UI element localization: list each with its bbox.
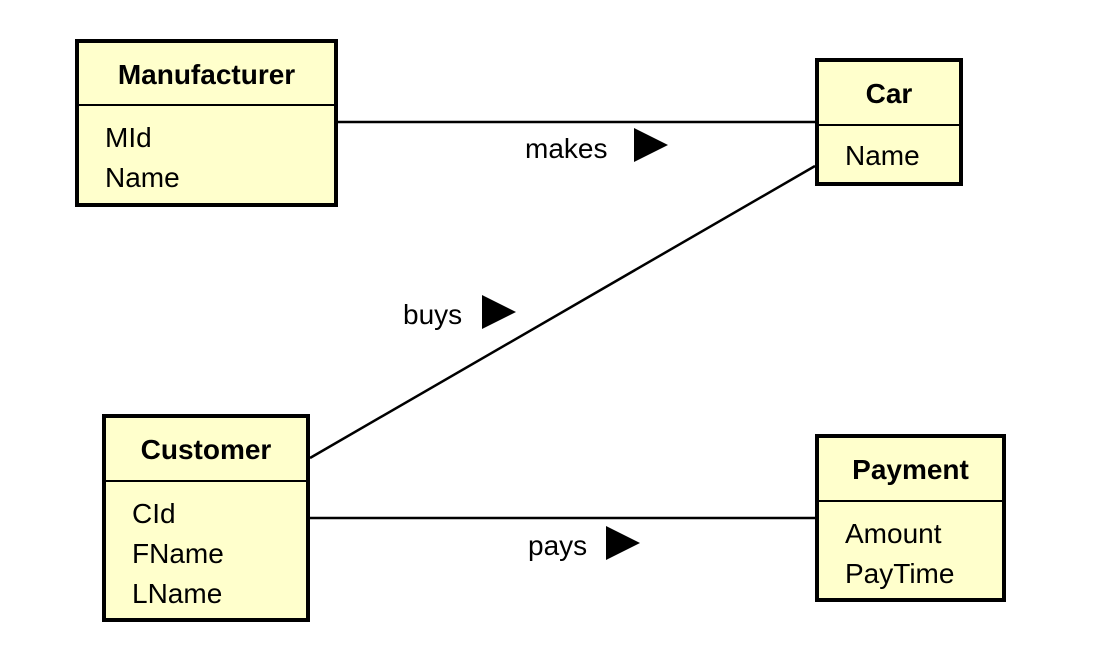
- relationship-label-pays: pays: [528, 530, 588, 561]
- attribute: FName: [132, 538, 224, 569]
- entity-title: Car: [819, 62, 959, 126]
- relationship-label-buys: buys: [403, 299, 463, 330]
- attribute: Amount: [845, 518, 942, 549]
- attribute: LName: [132, 578, 223, 609]
- entity-customer[interactable]: Customer CId FName LName: [102, 414, 310, 622]
- attribute: PayTime: [845, 558, 955, 589]
- entity-title: Payment: [819, 438, 1002, 502]
- direction-arrow-icon: [606, 526, 640, 560]
- attribute: Name: [845, 140, 920, 171]
- entity-manufacturer[interactable]: Manufacturer MId Name: [75, 39, 338, 207]
- entity-attributes: Name: [819, 126, 959, 176]
- relationship-label-makes: makes: [525, 133, 608, 164]
- entity-payment[interactable]: Payment Amount PayTime: [815, 434, 1006, 602]
- entity-attributes: CId FName LName: [106, 482, 306, 614]
- attribute: Name: [105, 162, 180, 193]
- entity-attributes: MId Name: [79, 106, 334, 198]
- direction-arrow-icon: [482, 295, 516, 329]
- entity-title: Manufacturer: [79, 43, 334, 106]
- direction-arrow-icon: [634, 128, 668, 162]
- buys-line: [309, 164, 816, 460]
- attribute: MId: [105, 122, 152, 153]
- entity-attributes: Amount PayTime: [819, 502, 1002, 594]
- entity-car[interactable]: Car Name: [815, 58, 963, 186]
- entity-title: Customer: [106, 418, 306, 482]
- attribute: CId: [132, 498, 176, 529]
